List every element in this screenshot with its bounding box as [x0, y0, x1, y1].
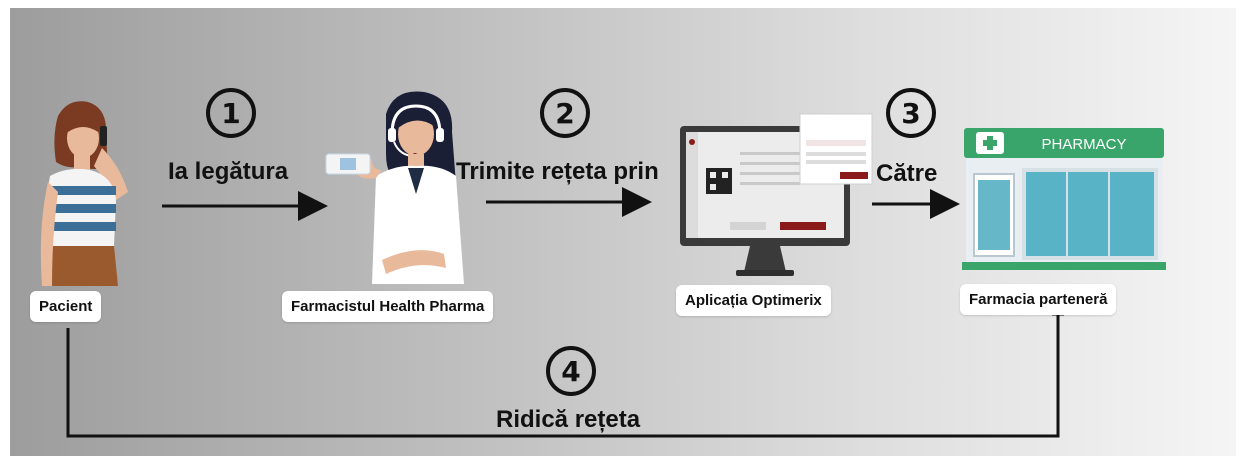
step-1-badge: 1: [206, 88, 256, 138]
return-path: [66, 314, 1060, 438]
step-3-text: Către: [876, 160, 938, 187]
pharmacist-label: Farmacistul Health Pharma: [282, 291, 494, 322]
step-1-text: Ia legătura: [168, 158, 289, 185]
step-4-badge: 4: [546, 346, 596, 396]
flow-diagram: Pacient 1 Ia legătura Farmacistul Health…: [10, 8, 1236, 456]
step-2-text: Trimite rețeta prin: [456, 158, 659, 185]
pharmacy-label: Farmacia parteneră: [960, 284, 1117, 315]
step-2-badge: 2: [540, 88, 590, 138]
app-label: Aplicația Optimerix: [676, 285, 831, 316]
pharmacy-store-icon: PHARMACY: [962, 128, 1166, 270]
woman-on-phone-icon: [40, 101, 128, 286]
pharmacy-sign-text: PHARMACY: [1041, 136, 1126, 153]
computer-monitor-icon: [680, 113, 873, 276]
step-3-badge: 3: [886, 88, 936, 138]
step-4-text: Ridică rețeta: [496, 406, 641, 433]
patient-label: Pacient: [30, 291, 102, 322]
connector-lines: [66, 187, 1064, 438]
pharmacist-headset-icon: [325, 91, 464, 284]
